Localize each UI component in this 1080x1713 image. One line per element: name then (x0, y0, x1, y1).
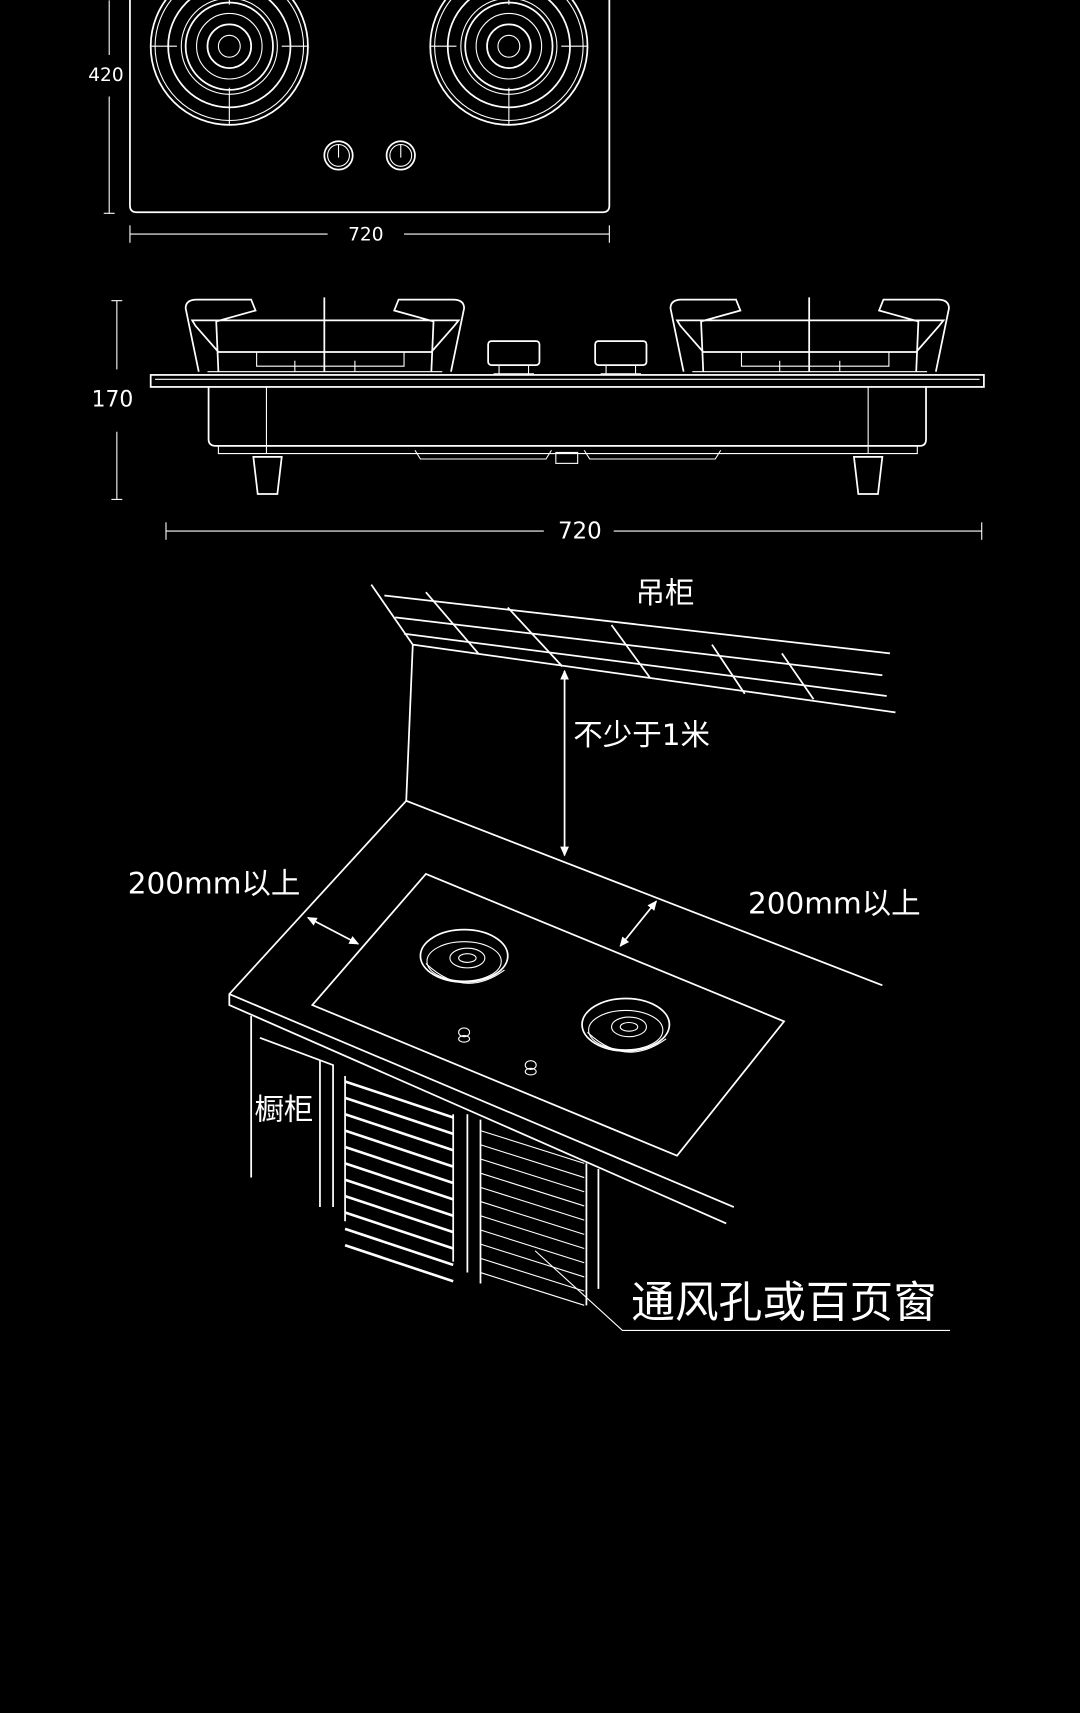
louver-slat (344, 1096, 454, 1136)
wall-cabinet (370, 584, 896, 714)
louver-slat (480, 1257, 585, 1292)
hob-glass (310, 872, 786, 1157)
louver-slat (480, 1186, 585, 1221)
knob (594, 340, 648, 375)
louver-slat (480, 1229, 585, 1264)
wall-cabinet-label: 吊柜 (636, 576, 695, 610)
back-clearance-label: 200mm以上 (748, 886, 921, 920)
top-width-label: 720 (348, 225, 383, 246)
knob-icon (323, 140, 354, 171)
knob-icon (385, 140, 416, 171)
louver-slat (480, 1158, 585, 1193)
ventilation-label: 通风孔或百页窗 (631, 1277, 937, 1328)
louver-slat (480, 1172, 585, 1207)
burner (419, 928, 509, 984)
burner-side (184, 297, 465, 373)
louver-slat (344, 1211, 454, 1250)
louver-slat (344, 1162, 454, 1201)
knob (524, 1060, 537, 1076)
louver-slat (344, 1112, 454, 1152)
louver-slat (480, 1215, 585, 1250)
louver-slat (480, 1130, 585, 1164)
burner (581, 997, 671, 1053)
louver-slat (344, 1227, 454, 1267)
top-view: 420 720 (88, 0, 611, 246)
louver-slat (344, 1080, 454, 1119)
knob (487, 340, 541, 375)
side-width-label: 720 (558, 519, 602, 545)
louver-slat (480, 1243, 585, 1278)
louver-slat (344, 1129, 454, 1168)
side-view: 170 720 (92, 297, 985, 545)
louver-slat (344, 1178, 454, 1218)
top-height-label: 420 (88, 65, 123, 86)
countertop (228, 799, 883, 1225)
louver-slat (480, 1272, 585, 1306)
hob-body (207, 386, 927, 447)
burner-icon (429, 0, 589, 126)
louver-slat (344, 1244, 454, 1283)
knob (458, 1027, 471, 1043)
louver-slat (344, 1194, 454, 1234)
wall-edge (405, 644, 414, 801)
ventilation-leader-line (534, 1250, 951, 1331)
left-clearance-arrow (306, 916, 360, 945)
hob-outline (129, 0, 611, 214)
louver-slat (480, 1144, 585, 1179)
foot (252, 455, 283, 495)
glass-panel (149, 374, 985, 388)
back-clearance-arrow (619, 900, 657, 947)
min-height-label: 不少于1米 (573, 718, 710, 752)
installation-view: 吊柜 不少于1米 200mm以上 200mm以上 橱柜 通风孔或百页窗 (128, 576, 951, 1331)
louver-slat (480, 1201, 585, 1235)
left-clearance-label: 200mm以上 (128, 867, 301, 901)
burner-side (669, 297, 950, 373)
base-cabinet-label: 橱柜 (254, 1093, 313, 1127)
burner-icon (149, 0, 309, 126)
louver-slat (344, 1145, 454, 1185)
side-height-label: 170 (92, 388, 134, 413)
foot (852, 455, 884, 495)
base-cabinet (250, 1015, 600, 1306)
